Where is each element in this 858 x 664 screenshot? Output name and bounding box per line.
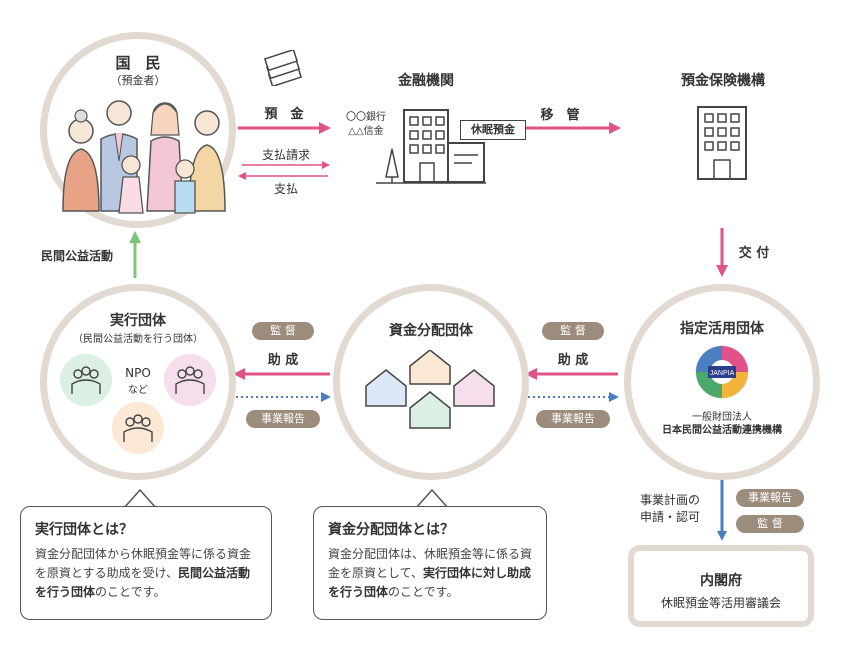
distributing-explainer-tail: のことです。 <box>388 585 459 599</box>
distributing-explainer-body: 資金分配団体は、休眠預金等に係る資金を原資として、実行団体に対し助成を行う団体の… <box>328 545 532 602</box>
org-groups-illustration <box>60 354 216 454</box>
bank-line1: 〇〇銀行 <box>346 112 386 123</box>
family-illustration <box>62 100 226 214</box>
implementing-explainer-title: 実行団体とは？ <box>35 522 133 538</box>
citizens-circle <box>40 32 236 228</box>
plan-label-line1: 事業計画の <box>639 493 700 507</box>
citizens-title: 国 民 <box>115 54 161 72</box>
implementing-explainer-bubble: 実行団体とは？ 資金分配団体から休眠預金等に係る資金を原資とする助成を受け、民間… <box>20 506 272 620</box>
designated-org-line2: 日本民間公益活動連携機構 <box>662 425 782 436</box>
implementing-explainer-tail: のことです。 <box>95 585 166 599</box>
bank-building-icon <box>376 109 486 184</box>
insurance-title: 預金保険機構 <box>681 73 765 89</box>
cabinet-title: 内閣府 <box>700 573 742 589</box>
cabinet-subtitle: 休眠預金等活用審議会 <box>660 596 781 610</box>
payment-request-label: 支払請求 <box>261 148 310 162</box>
distributing-explainer-title: 資金分配団体とは？ <box>328 522 454 538</box>
designated-org-line1: 一般財団法人 <box>692 412 752 423</box>
right-report-pill: 事業報告 <box>536 410 610 428</box>
money-icon <box>263 50 303 86</box>
civic-activity-label: 民間公益活動 <box>40 249 113 263</box>
dormant-deposit-tag: 休眠預金 <box>460 120 526 140</box>
grant-label: 交 付 <box>738 246 770 261</box>
left-support-label: 助 成 <box>267 353 299 368</box>
insurance-building-icon <box>697 106 747 180</box>
implementing-explainer-body: 資金分配団体から休眠預金等に係る資金を原資とする助成を受け、民間公益活動を行う団… <box>35 545 257 602</box>
bank-line2: △△信金 <box>348 126 384 137</box>
deposit-label: 預 金 <box>264 107 304 122</box>
implementing-subtitle: （民間公益活動を行う団体） <box>73 334 203 345</box>
distributing-title: 資金分配団体 <box>389 323 473 339</box>
plan-label-line2: 申請・認可 <box>639 510 700 524</box>
right-supervision-pill: 監 督 <box>542 322 604 340</box>
implementing-explainer-text: 資金分配団体から休眠預金等に係る資金を原資とする助成を受け、 <box>35 547 252 580</box>
cabinet-report-pill: 事業報告 <box>736 489 804 507</box>
distributing-explainer-bubble: 資金分配団体とは？ 資金分配団体は、休眠預金等に係る資金を原資として、実行団体に… <box>313 506 547 620</box>
transfer-label: 移 管 <box>540 108 580 123</box>
left-report-pill: 事業報告 <box>246 410 320 428</box>
distributing-explainer-text: 資金分配団体は、休眠預金等に係る資金を原資として、 <box>328 547 533 580</box>
bubble-left-tail <box>123 488 157 508</box>
npo-sub-label: など <box>128 385 148 396</box>
left-supervision-pill: 監 督 <box>252 322 314 340</box>
cabinet-supervision-pill: 監 督 <box>736 515 804 533</box>
bank-title: 金融機関 <box>398 73 454 89</box>
npo-label: NPO <box>125 366 151 380</box>
right-support-label: 助 成 <box>557 353 589 368</box>
janpia-logo-text: JANPIA <box>710 370 735 377</box>
janpia-logo: JANPIA <box>695 345 749 399</box>
dormant-deposit-label: 休眠預金 <box>471 123 515 136</box>
distributing-explainer-emphasis: 実行団体に対し助成を行う団体 <box>328 566 532 599</box>
designated-title: 指定活用団体 <box>680 321 764 337</box>
citizens-subtitle: （預金者） <box>110 74 166 87</box>
implementing-explainer-emphasis: 民間公益活動を行う団体 <box>35 566 251 599</box>
implementing-title: 実行団体 <box>110 313 166 329</box>
houses-illustration <box>365 350 495 429</box>
cabinet-box <box>628 545 814 627</box>
bubble-right-tail <box>415 488 449 508</box>
payment-label: 支払 <box>273 182 298 196</box>
